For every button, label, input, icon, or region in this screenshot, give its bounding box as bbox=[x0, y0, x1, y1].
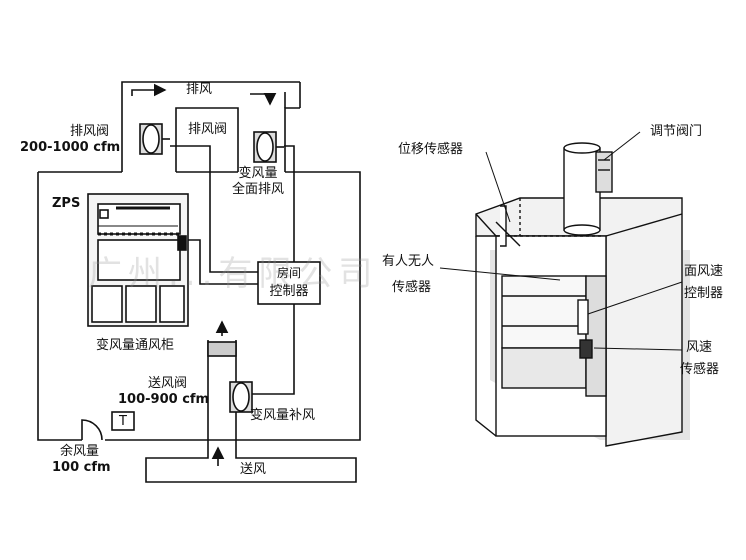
label-exhaust-range: 200-1000 cfm bbox=[20, 140, 121, 155]
wire-hood bbox=[183, 239, 258, 285]
label-face-ctrl-line2: 控制器 bbox=[684, 286, 724, 301]
exhaust-arrow-down bbox=[250, 92, 277, 106]
leader-face-ctrl bbox=[587, 281, 683, 315]
label-residual-line2: 100 cfm bbox=[52, 460, 111, 475]
leader-damper bbox=[603, 131, 641, 161]
label-t-box: T bbox=[119, 414, 127, 429]
exhaust-arrow-up bbox=[131, 83, 167, 97]
label-exhaust-valve-left: 排风阀 bbox=[70, 124, 110, 139]
supply-duct bbox=[145, 340, 357, 483]
label-zps: ZPS bbox=[52, 196, 81, 211]
watermark: 广州...有限公司 bbox=[88, 254, 379, 294]
velocity-sensor bbox=[579, 339, 593, 359]
label-vav-supply: 变风量补风 bbox=[250, 408, 316, 423]
label-fume-hood: 变风量通风柜 bbox=[96, 338, 175, 353]
label-residual-line1: 余风量 bbox=[60, 444, 100, 459]
room-controller-box bbox=[257, 261, 321, 305]
label-vav-line1: 变风量 bbox=[238, 166, 278, 181]
label-velocity-line2: 传感器 bbox=[680, 362, 720, 377]
label-damper: 调节阀门 bbox=[650, 124, 703, 139]
left-system-schematic bbox=[37, 81, 361, 483]
label-occupancy-line1: 有人无人 bbox=[382, 254, 435, 269]
sash-window bbox=[501, 275, 587, 349]
label-vav-line2: 全面排风 bbox=[231, 182, 285, 197]
label-supply: 送风 bbox=[240, 462, 267, 477]
label-supply-range: 100-900 cfm bbox=[118, 392, 210, 407]
wire-supply-valve bbox=[252, 304, 295, 395]
label-exhaust: 排风 bbox=[186, 82, 213, 97]
displacement-sensor bbox=[500, 205, 507, 247]
leader-displacement bbox=[485, 151, 511, 223]
label-room-ctrl-line2: 控制器 bbox=[269, 284, 309, 299]
exhaust-collar bbox=[563, 147, 601, 231]
room-outline bbox=[37, 171, 361, 441]
leader-occupancy bbox=[439, 267, 561, 281]
wire-right-valve bbox=[284, 145, 295, 262]
thermostat-box bbox=[111, 411, 135, 431]
wire-left-valve bbox=[170, 145, 258, 273]
right-hood-illustration bbox=[439, 131, 690, 447]
label-supply-valve: 送风阀 bbox=[148, 376, 188, 391]
leader-velocity bbox=[593, 347, 683, 351]
label-exhaust-valve-right: 排风阀 bbox=[188, 122, 228, 137]
damper-actuator bbox=[595, 151, 613, 193]
label-velocity-line1: 风速 bbox=[686, 340, 713, 355]
label-room-ctrl-line1: 房间 bbox=[276, 266, 302, 280]
label-occupancy-line2: 传感器 bbox=[392, 280, 432, 295]
residual-door bbox=[81, 419, 103, 441]
face-velocity-controller bbox=[577, 299, 589, 335]
label-face-ctrl-line1: 面风速 bbox=[684, 264, 724, 279]
label-displacement-sensor: 位移传感器 bbox=[398, 142, 464, 157]
